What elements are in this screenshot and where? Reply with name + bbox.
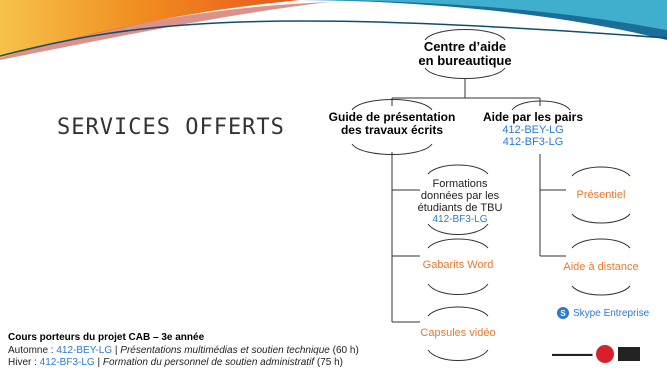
skype-label: Skype Entreprise [573, 307, 650, 319]
row1-code[interactable]: 412-BEY-LG [56, 344, 113, 356]
node-aide-distance: Aide à distance [563, 261, 639, 273]
footer-row-automne: Automne : 412-BEY-LG | Présentations mul… [8, 345, 359, 358]
guide-line1: Guide de présentation [328, 110, 456, 124]
aide-title: Aide par les pairs [482, 110, 584, 124]
node-guide-presentation: Guide de présentation des travaux écrits [318, 110, 466, 138]
row1-sep: | [112, 344, 121, 356]
node-gabarits-word: Gabarits Word [422, 259, 494, 271]
skype-icon: S [557, 307, 569, 319]
aide-code2[interactable]: 412-BF3-LG [502, 136, 564, 149]
logo-dark-mark [618, 347, 641, 361]
formations-line2: données par les [420, 190, 500, 203]
logo-red-mark [596, 345, 615, 363]
root-line1: Centre d’aide [423, 39, 507, 54]
header-banner [0, 0, 667, 60]
row1-course: Présentations multimédias et soutien tec… [120, 344, 330, 356]
row2-sep: | [94, 357, 103, 368]
row1-season: Automne : [8, 344, 57, 356]
formations-line3: étudiants de TBU [417, 202, 503, 215]
node-aide-pairs: Aide par les pairs 412-BEY-LG 412-BF3-LG [478, 110, 588, 149]
node-presentiel: Présentiel [576, 189, 626, 201]
aide-code1[interactable]: 412-BEY-LG [502, 124, 564, 137]
formations-line1: Formations [432, 178, 488, 190]
row2-hours: (75 h) [314, 357, 343, 368]
slide-title: SERVICES OFFERTS [57, 115, 285, 140]
row1-hours: (60 h) [329, 344, 359, 356]
row2-season: Hiver : [8, 357, 40, 368]
node-formations: Formations données par les étudiants de … [405, 178, 515, 225]
college-logo: ▬▬▬▬▬▬ [552, 345, 641, 363]
root-line2: en bureautique [418, 53, 512, 69]
footer-heading: Cours porteurs du projet CAB – 3e année [8, 332, 205, 343]
footer-courses: Cours porteurs du projet CAB – 3e année … [8, 332, 359, 370]
skype-entreprise: S Skype Entreprise [557, 307, 649, 319]
node-capsules-video: Capsules vidéo [420, 327, 496, 339]
footer-row-hiver: Hiver : 412-BF3-LG | Formation du person… [8, 357, 359, 370]
logo-wordmark: ▬▬▬▬▬▬ [552, 350, 593, 358]
node-centre-aide: Centre d’aide en bureautique [405, 39, 525, 69]
row2-code[interactable]: 412-BF3-LG [39, 357, 95, 368]
row2-course: Formation du personnel de soutien admini… [102, 357, 315, 368]
guide-line2: des travaux écrits [340, 123, 444, 138]
formations-code[interactable]: 412-BF3-LG [432, 214, 488, 226]
